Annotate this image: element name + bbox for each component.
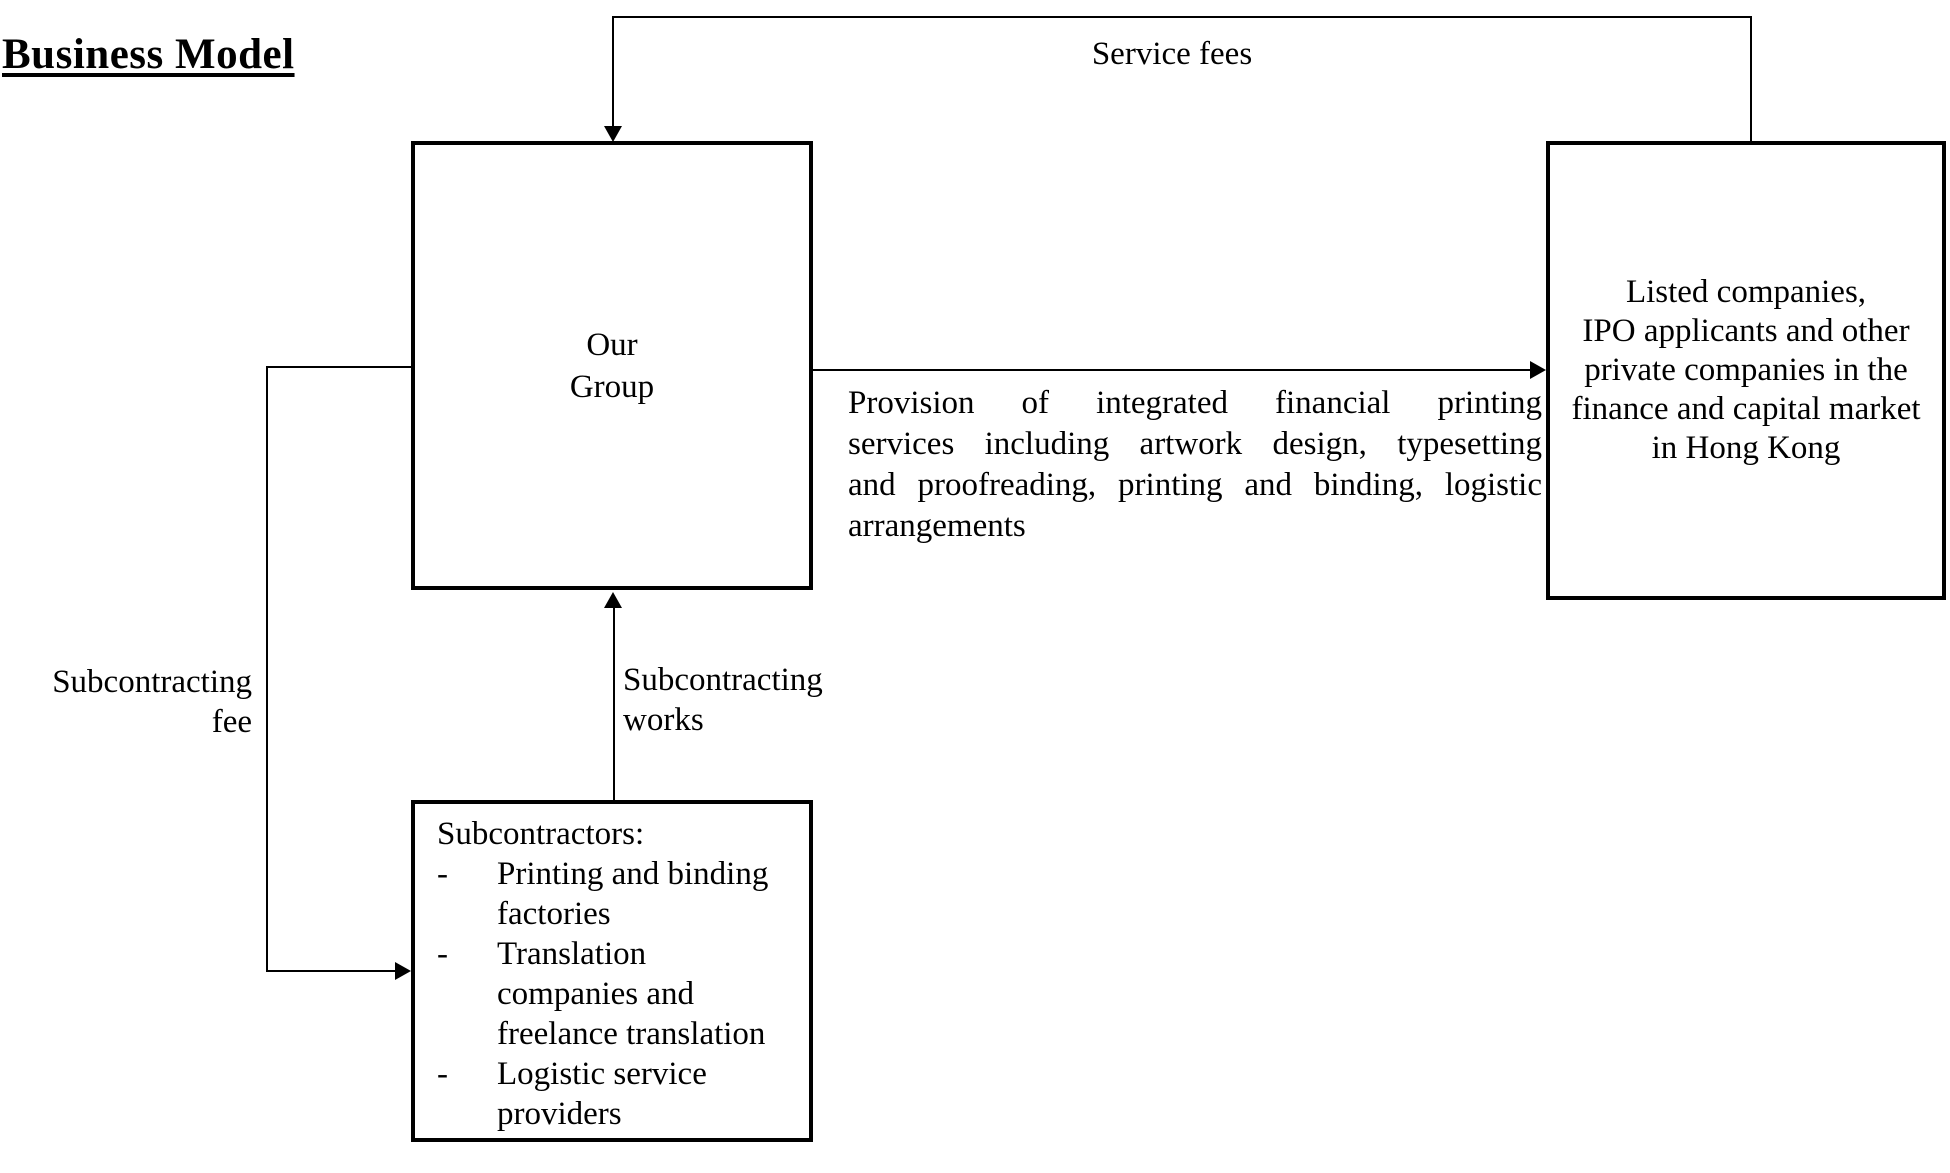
subcontracting-fee-label: Subcontracting fee — [52, 664, 252, 740]
clients-line: private companies in the — [1584, 352, 1908, 388]
subcontracting-fee-line-bottom — [266, 970, 396, 972]
subcontractor-bullet: - Printing and binding factories — [437, 854, 803, 934]
provision-text: Provision of integrated financial printi… — [848, 383, 1542, 547]
clients-line: finance and capital market — [1571, 391, 1921, 427]
page-title: Business Model — [2, 31, 295, 78]
bullet-dash: - — [437, 856, 448, 892]
arrowhead-up-icon — [604, 592, 622, 608]
subcontractor-bullet: - Logistic service providers — [437, 1054, 803, 1134]
provision-line: and proofreading, printing and binding, … — [848, 467, 1542, 503]
provision-line: Provision of integrated financial printi… — [848, 385, 1542, 421]
arrowhead-right-icon — [1530, 361, 1546, 379]
subcontractors-box: Subcontractors: - Printing and binding f… — [411, 800, 813, 1142]
subcontracting-fee-line-vertical — [266, 366, 268, 972]
bullet-text: Translation companies and freelance tran… — [497, 936, 766, 1052]
clients-line: Listed companies, — [1625, 274, 1867, 310]
clients-line: in Hong Kong — [1651, 430, 1841, 466]
our-group-line: Group — [569, 368, 655, 405]
our-group-box: Our Group — [411, 141, 813, 590]
subcontracting-works-label: Subcontracting works — [623, 662, 823, 738]
provision-line: arrangements — [848, 508, 1026, 544]
service-fees-label: Service fees — [1091, 36, 1253, 72]
subcontracting-fee-line-top — [266, 366, 411, 368]
subcontractors-heading: Subcontractors: — [437, 816, 645, 852]
our-group-line: Our — [586, 326, 638, 363]
clients-line: IPO applicants and other — [1582, 313, 1910, 349]
arrowhead-right-icon — [395, 962, 411, 980]
provision-line: services including artwork design, types… — [848, 426, 1542, 462]
bullet-text: Printing and binding factories — [497, 856, 769, 932]
bullet-text: Logistic service providers — [497, 1056, 707, 1132]
service-fees-line-right-vertical — [1750, 16, 1752, 143]
arrowhead-down-icon — [604, 126, 622, 142]
subcontractor-bullet: - Translation companies and freelance tr… — [437, 934, 803, 1054]
service-fees-line-left-vertical — [612, 16, 614, 128]
clients-label: Listed companies, IPO applicants and oth… — [1571, 273, 1920, 468]
our-group-label: Our Group — [570, 324, 654, 408]
bullet-dash: - — [437, 936, 448, 972]
subcontracting-works-line — [613, 607, 615, 802]
provision-arrow-line — [813, 369, 1532, 371]
bullet-dash: - — [437, 1056, 448, 1092]
service-fees-line-top — [613, 16, 1752, 18]
clients-box: Listed companies, IPO applicants and oth… — [1546, 141, 1946, 600]
